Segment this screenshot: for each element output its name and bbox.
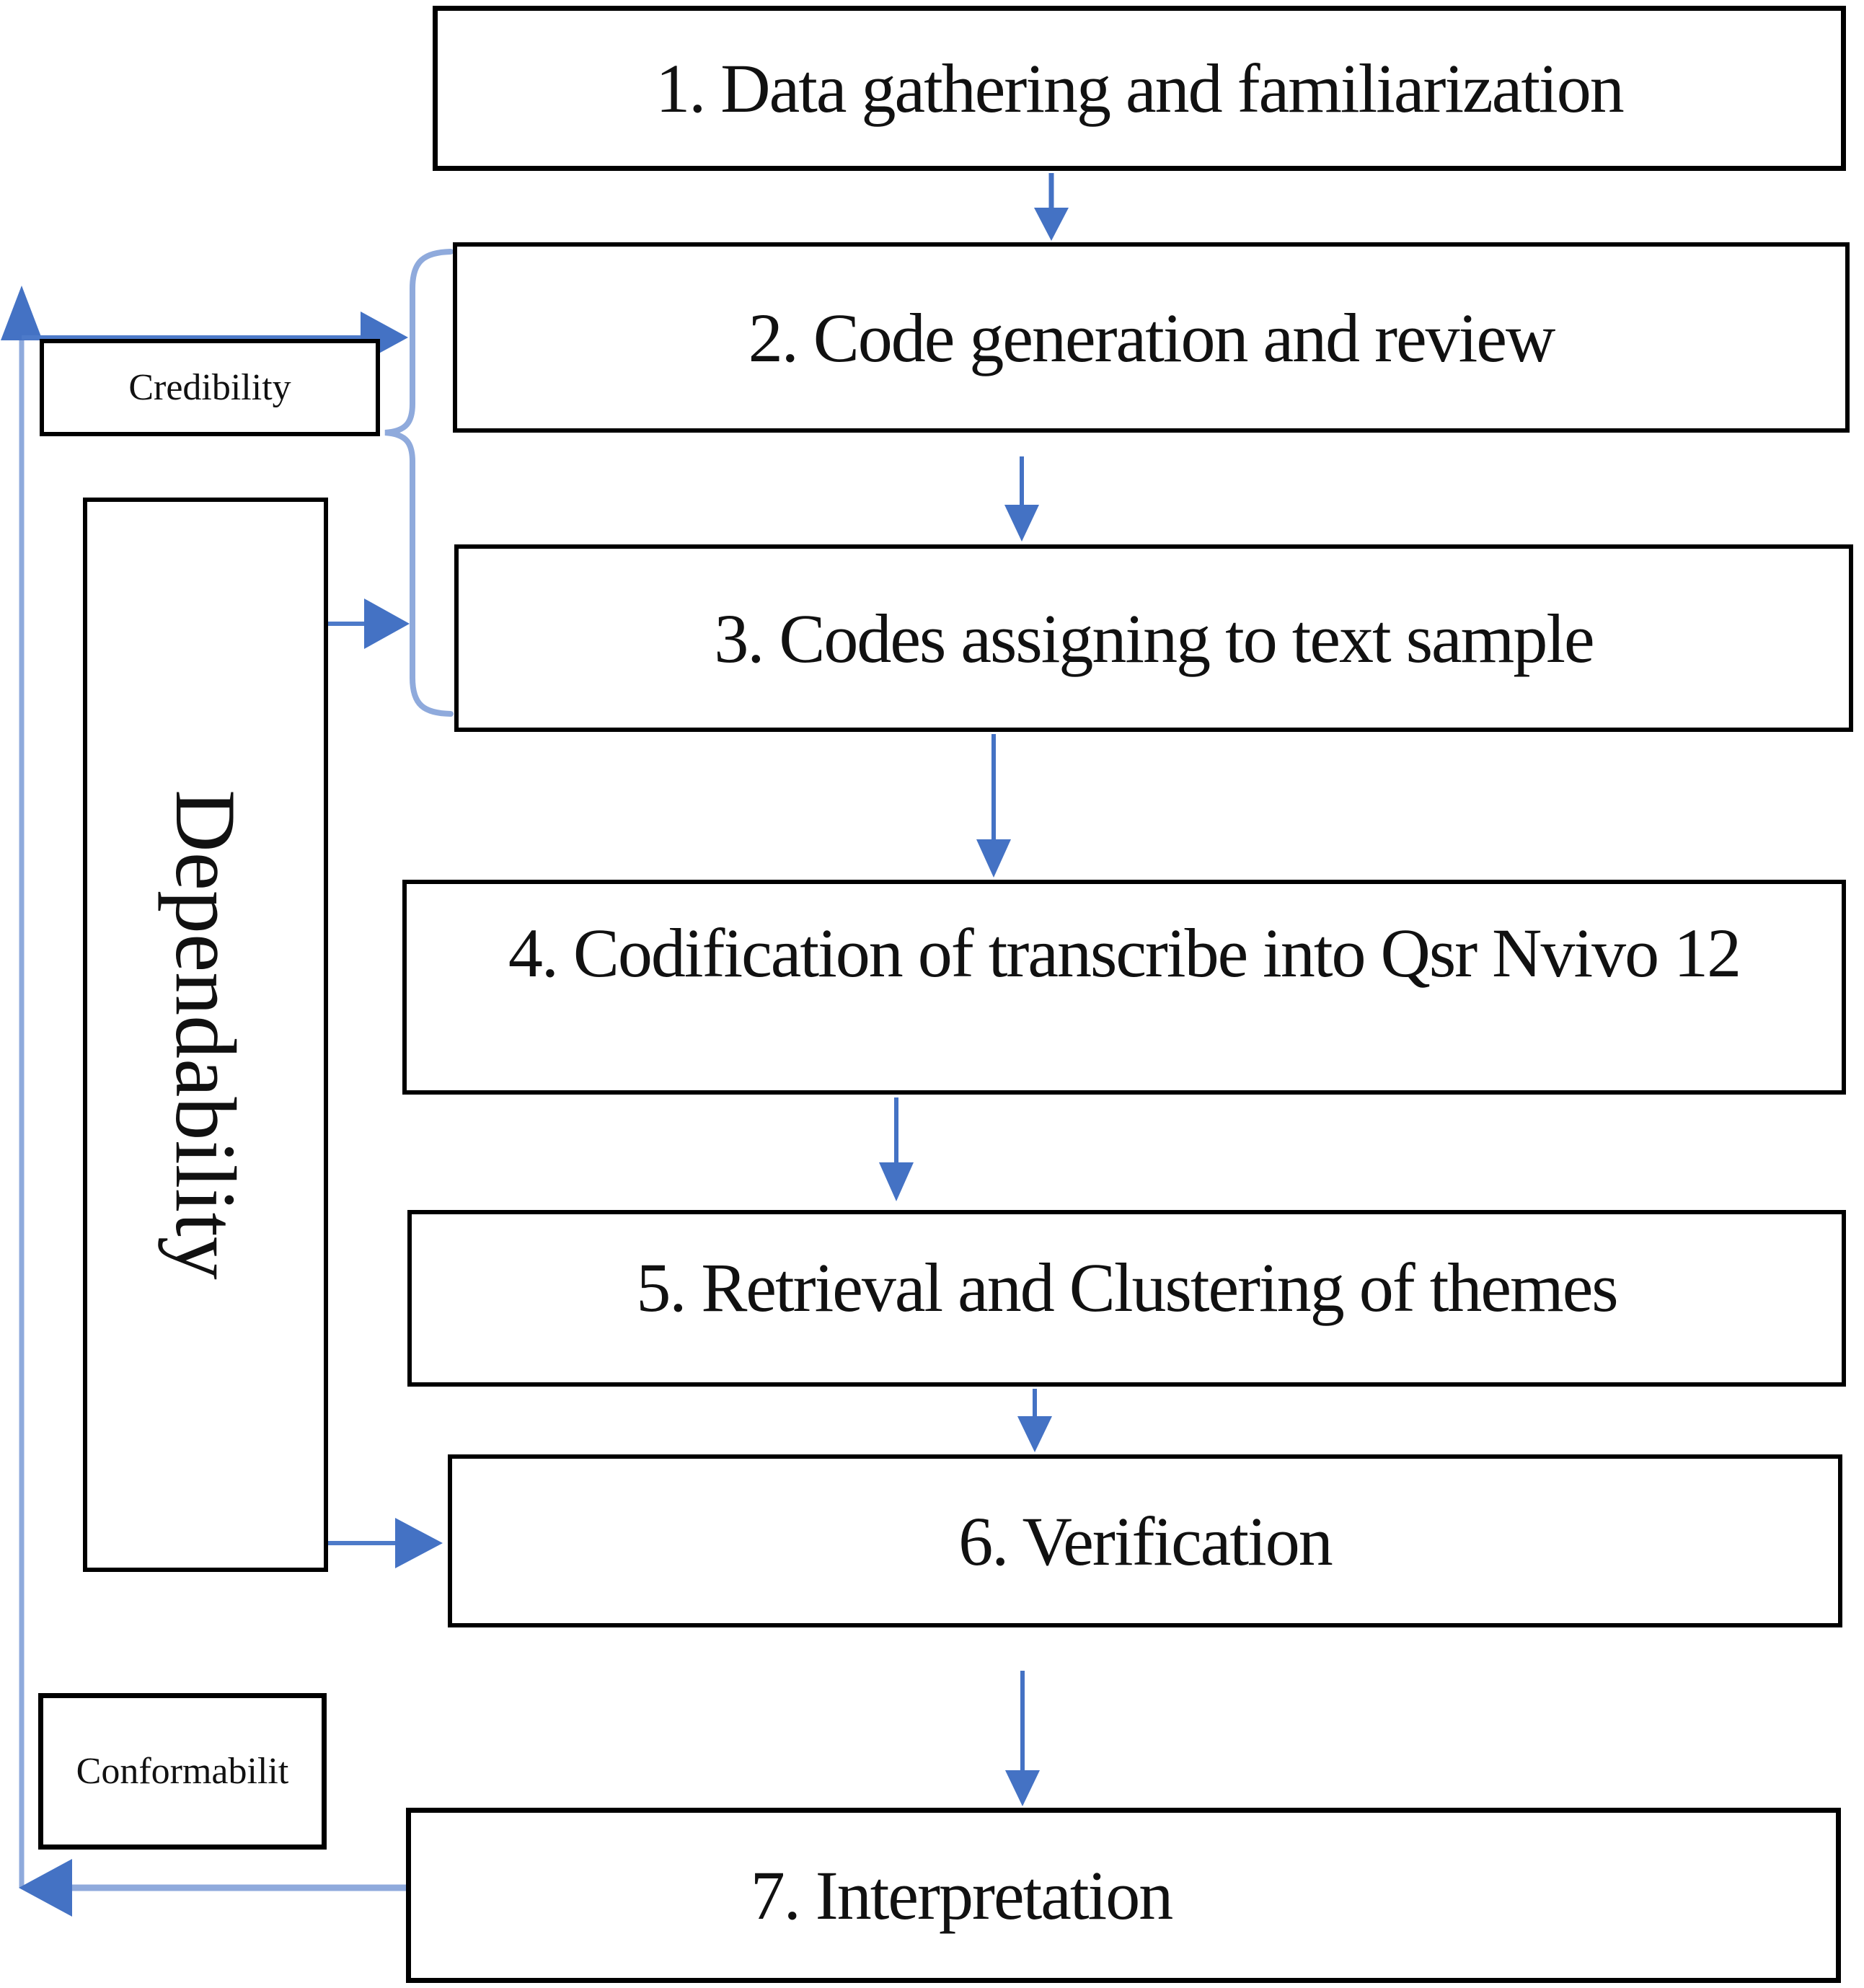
step-7-label: 7. Interpretation [750,1857,1173,1934]
arrow-step2-step3-head-icon [1004,505,1039,542]
dependability-to-step6-arrowhead-icon [395,1518,443,1568]
step-1-box: 1. Data gathering and familiarization [433,6,1846,171]
conformability-label: Conformabilit [76,1751,289,1792]
step-5-box: 5. Retrieval and Clustering of themes [407,1210,1846,1387]
step-7-box: 7. Interpretation [406,1808,1841,1983]
credibility-box: Credibility [40,339,380,436]
step-1-label: 1. Data gathering and familiarization [655,50,1624,127]
step-3-label: 3. Codes assigning to text sample [714,599,1594,677]
dependability-box: Dependability [83,498,328,1572]
credibility-label: Credibility [128,367,291,408]
step7-to-rail-arrowhead-icon [19,1859,72,1917]
arrow-step4-step5-head-icon [879,1162,914,1201]
arrow-step1-step2-head-icon [1034,208,1069,241]
step-2-box: 2. Code generation and review [453,242,1850,433]
step-6-label: 6. Verification [958,1502,1333,1580]
credibility-brace [384,249,454,717]
step-5-label: 5. Retrieval and Clustering of themes [636,1249,1618,1326]
feedback-rail-up-arrowhead-icon [1,286,43,340]
dependability-to-step3-arrowhead-icon [364,598,410,649]
step-4-box: 4. Codification of transcribe into Qsr N… [402,880,1846,1095]
arrow-step6-step7-head-icon [1005,1770,1040,1806]
arrow-step3-step4-head-icon [976,839,1011,878]
step-6-box: 6. Verification [448,1454,1842,1627]
arrow-step5-step6-head-icon [1017,1416,1052,1452]
conformability-box: Conformabilit [38,1693,327,1850]
step-4-label: 4. Codification of transcribe into Qsr N… [508,914,1741,991]
step-3-box: 3. Codes assigning to text sample [454,544,1853,732]
step-2-label: 2. Code generation and review [748,299,1556,376]
dependability-label: Dependability [158,790,254,1280]
